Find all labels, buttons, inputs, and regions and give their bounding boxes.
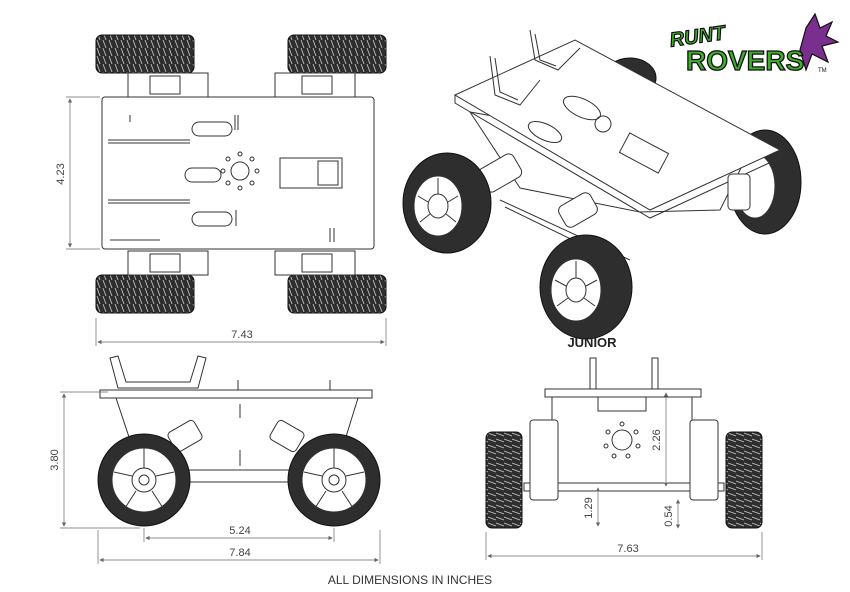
dim-side-wheelbase: 5.24	[229, 525, 250, 537]
runt-rovers-logo: RUNT ROVERS TM	[668, 12, 840, 77]
dim-side-length: 7.84	[229, 547, 250, 559]
dim-side-height: 3.80	[49, 449, 61, 470]
dim-front-plate: 2.26	[651, 429, 663, 450]
tire-front-left	[485, 431, 523, 529]
chassis-plate-front	[544, 388, 702, 398]
front-view: 7.63 2.26 1.29 0.54	[485, 357, 763, 560]
hub-hole-pattern-top	[220, 151, 260, 191]
top-view: 4.23 7.43	[55, 34, 387, 346]
svg-text:TM: TM	[818, 68, 827, 74]
tire-top-left-rear	[95, 34, 195, 74]
chassis-plate-top	[101, 96, 375, 250]
dim-front-width: 7.63	[617, 543, 638, 555]
junior-label: JUNIOR	[567, 335, 617, 350]
tire-top-left-front	[95, 274, 195, 314]
isometric-view: JUNIOR	[402, 29, 802, 350]
svg-text:ROVERS: ROVERS	[686, 45, 804, 76]
tire-front-right	[725, 431, 763, 529]
dim-top-width: 7.43	[231, 329, 252, 341]
tire-top-right-front	[287, 274, 387, 314]
tire-top-right-rear	[287, 34, 387, 74]
dim-front-axle: 1.29	[583, 497, 595, 518]
units-note: ALL DIMENSIONS IN INCHES	[328, 573, 492, 587]
motor-top	[127, 72, 356, 276]
servo-top	[279, 157, 343, 189]
side-view: 3.80 5.24 7.84	[49, 355, 381, 564]
chassis-plate-side	[99, 389, 373, 399]
dim-top-depth: 4.23	[55, 163, 67, 184]
dim-front-clearance: 0.54	[663, 505, 675, 526]
